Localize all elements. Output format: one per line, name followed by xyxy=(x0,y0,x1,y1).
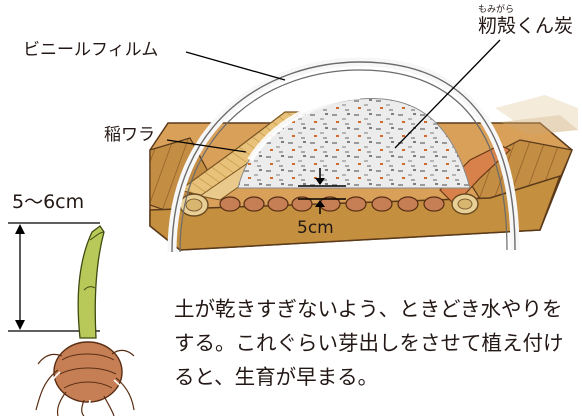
caption-line-2: する。これぐらい芽出しをさせて植え付け xyxy=(174,331,564,355)
leader-lines xyxy=(166,39,501,153)
caption-line-1: 土が乾きすぎないよう、ときどき水やりを xyxy=(174,297,563,321)
label-vinyl-film: ビニールフィルム xyxy=(23,40,159,60)
label-rice-husk-charcoal: 籾殻くん炭 xyxy=(478,15,574,37)
sprouted-tuber-figure xyxy=(8,222,135,416)
rice-straw-roll-right xyxy=(439,144,512,215)
tuber-row xyxy=(219,196,445,212)
caption-text: 土が乾きすぎないよう、ときどき水やりを する。これぐらい芽出しをさせて植え付け … xyxy=(174,292,579,394)
caption-line-3: ると、生育が早まる。 xyxy=(174,365,379,389)
soil-depth-indicator xyxy=(298,168,346,214)
label-sprout-height: 5〜6cm xyxy=(12,191,85,213)
label-rice-husk-ruby: もみがら xyxy=(478,5,515,15)
label-soil-depth: 5cm xyxy=(297,218,334,238)
husk-charcoal-layer xyxy=(237,98,471,189)
label-rice-straw: 稲ワラ xyxy=(104,125,155,145)
background-garden xyxy=(495,95,578,135)
vinyl-film-tunnel xyxy=(167,57,520,253)
